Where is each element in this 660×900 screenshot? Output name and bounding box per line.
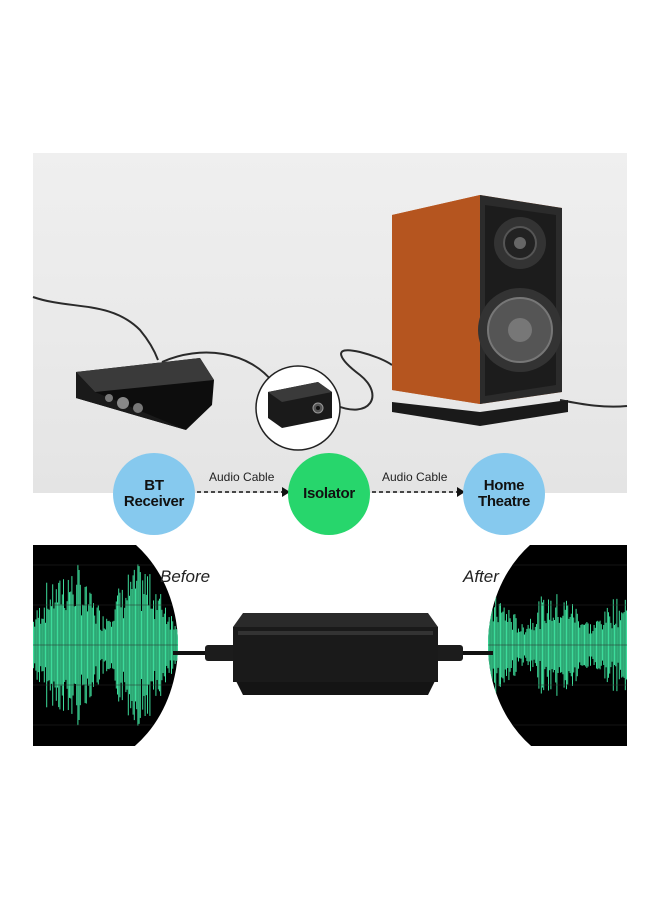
- speaker-cabinet: [392, 195, 568, 426]
- flow-arrows: [197, 487, 465, 497]
- speaker-out-cable: [559, 399, 628, 408]
- bt-receiver-device: [76, 358, 214, 430]
- isolator-to-speaker-cable: [334, 349, 393, 411]
- receiver-to-isolator-cable: [161, 351, 276, 386]
- waveform-panel: [33, 545, 627, 746]
- home-theatre-label: Home Theatre: [477, 476, 531, 510]
- receiver-power-cable: [32, 296, 159, 361]
- bt-receiver-bubble: BT Receiver: [113, 453, 195, 535]
- isolator-zoom-inset: [255, 365, 341, 451]
- isolator-device: [233, 613, 438, 695]
- isolator-bubble: Isolator: [288, 453, 370, 535]
- bt-receiver-label: BT Receiver: [123, 476, 185, 510]
- isolator-label: Isolator: [303, 484, 355, 502]
- before-label: Before: [160, 567, 211, 586]
- audio-cable-label-left: Audio Cable: [209, 470, 275, 484]
- waveform-graphic: [33, 545, 627, 746]
- audio-cable-label-right: Audio Cable: [382, 470, 448, 484]
- home-theatre-bubble: Home Theatre: [463, 453, 545, 535]
- after-label: After: [463, 567, 499, 586]
